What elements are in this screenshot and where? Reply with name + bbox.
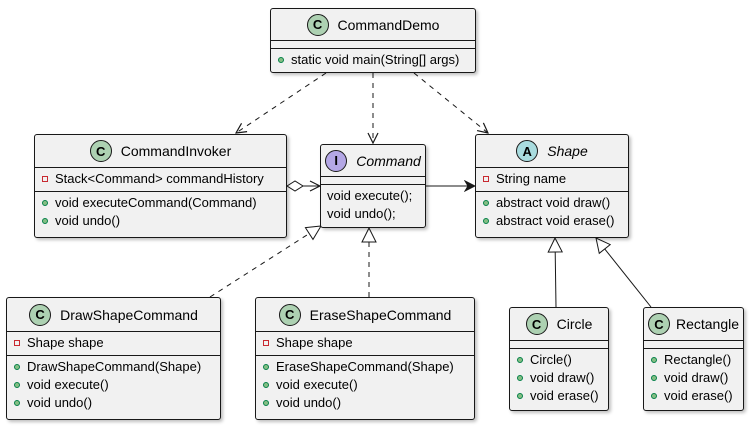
generalization-rectangle-shape [596, 238, 652, 308]
class-name: DrawShapeCommand [60, 306, 198, 323]
private-visibility-icon [483, 176, 489, 182]
public-visibility-icon [651, 357, 657, 363]
class-header: I Command [321, 145, 425, 177]
method-row: void executeCommand(Command) [35, 194, 286, 212]
class-header: A Shape [476, 135, 628, 168]
method-row: void undo(); [327, 206, 396, 221]
method-row: Rectangle() [644, 351, 743, 369]
class-draw-shape-command[interactable]: C DrawShapeCommand Shape shape DrawShape… [6, 297, 221, 420]
class-header: C DrawShapeCommand [7, 298, 220, 332]
method-row: void erase() [510, 387, 608, 405]
method-row: void undo() [7, 394, 220, 412]
fields-section: Stack<Command> commandHistory [35, 168, 286, 192]
methods-section: abstract void draw() abstract void erase… [476, 192, 628, 233]
method-row: static void main(String[] args) [271, 51, 475, 69]
method-row: DrawShapeCommand(Shape) [7, 358, 220, 376]
class-name: Rectangle [675, 316, 740, 332]
method-row: Circle() [510, 351, 608, 369]
class-stereotype-icon: C [89, 140, 112, 162]
method-row: void execute(); [327, 188, 413, 203]
method-row: void draw() [644, 369, 743, 387]
field-row: String name [476, 170, 628, 188]
fields-section: Shape shape [256, 332, 474, 356]
public-visibility-icon [517, 357, 523, 363]
methods-section: void executeCommand(Command) void undo() [35, 192, 286, 233]
class-stereotype-icon: C [278, 303, 301, 326]
methods-section: EraseShapeCommand(Shape) void execute() … [256, 356, 474, 415]
abstract-stereotype-icon: A [516, 140, 539, 162]
method-row: EraseShapeCommand(Shape) [256, 358, 474, 376]
class-header: C CommandInvoker [35, 135, 286, 168]
public-visibility-icon [263, 400, 269, 406]
class-name: CommandInvoker [120, 143, 232, 159]
class-name: Command [356, 152, 421, 169]
public-visibility-icon [42, 200, 48, 206]
methods-section: Rectangle() void draw() void erase() [644, 349, 743, 408]
private-visibility-icon [263, 340, 269, 346]
fields-section: Shape shape [7, 332, 220, 356]
class-header: C CommandDemo [271, 9, 475, 41]
class-stereotype-icon: C [525, 313, 548, 335]
class-circle[interactable]: C Circle Circle() void draw() void erase… [509, 307, 609, 411]
class-header: C Rectangle [644, 308, 743, 341]
fields-section [510, 341, 608, 349]
methods-section: static void main(String[] args) [271, 49, 475, 72]
field-row: Shape shape [7, 334, 220, 352]
dependency-demo-to-shape [413, 72, 488, 133]
field-row: Stack<Command> commandHistory [35, 170, 286, 188]
class-header: C Circle [510, 308, 608, 341]
method-row: void draw() [510, 369, 608, 387]
methods-section: void execute(); void undo(); [321, 185, 425, 226]
public-visibility-icon [263, 382, 269, 388]
public-visibility-icon [651, 375, 657, 381]
methods-section: DrawShapeCommand(Shape) void execute() v… [7, 356, 220, 415]
class-rectangle[interactable]: C Rectangle Rectangle() void draw() void… [643, 307, 744, 411]
field-row: Shape shape [256, 334, 474, 352]
public-visibility-icon [14, 364, 20, 370]
class-name: Shape [547, 143, 588, 159]
class-stereotype-icon: C [306, 13, 329, 36]
class-stereotype-icon: C [647, 313, 670, 335]
method-row: void erase() [644, 387, 743, 405]
method-row: void execute() [7, 376, 220, 394]
public-visibility-icon [517, 375, 523, 381]
class-stereotype-icon: C [29, 303, 52, 326]
abstract-class-shape[interactable]: A Shape String name abstract void draw()… [475, 134, 629, 238]
class-command-demo[interactable]: C CommandDemo static void main(String[] … [270, 8, 476, 73]
fields-section [644, 341, 743, 349]
method-row: void execute() [256, 376, 474, 394]
methods-section: Circle() void draw() void erase() [510, 349, 608, 408]
public-visibility-icon [42, 218, 48, 224]
public-visibility-icon [278, 57, 284, 63]
public-visibility-icon [263, 364, 269, 370]
realization-draw-command [209, 226, 321, 298]
class-name: CommandDemo [337, 16, 440, 33]
public-visibility-icon [483, 200, 489, 206]
private-visibility-icon [42, 176, 48, 182]
public-visibility-icon [517, 393, 523, 399]
fields-section: String name [476, 168, 628, 192]
fields-section [271, 41, 475, 49]
public-visibility-icon [651, 393, 657, 399]
interface-command[interactable]: I Command void execute(); void undo(); [320, 144, 426, 228]
public-visibility-icon [483, 218, 489, 224]
interface-stereotype-icon: I [325, 149, 348, 172]
method-row: void undo() [35, 212, 286, 230]
class-erase-shape-command[interactable]: C EraseShapeCommand Shape shape EraseSha… [255, 297, 475, 420]
private-visibility-icon [14, 340, 20, 346]
class-name: EraseShapeCommand [309, 306, 452, 323]
class-command-invoker[interactable]: C CommandInvoker Stack<Command> commandH… [34, 134, 287, 238]
method-row: abstract void draw() [476, 194, 628, 212]
method-row: void undo() [256, 394, 474, 412]
dependency-demo-to-invoker [236, 72, 327, 133]
generalization-circle-shape [555, 238, 556, 308]
public-visibility-icon [14, 382, 20, 388]
method-row: abstract void erase() [476, 212, 628, 230]
class-header: C EraseShapeCommand [256, 298, 474, 332]
class-name: Circle [556, 316, 593, 332]
fields-section [321, 177, 425, 185]
public-visibility-icon [14, 400, 20, 406]
